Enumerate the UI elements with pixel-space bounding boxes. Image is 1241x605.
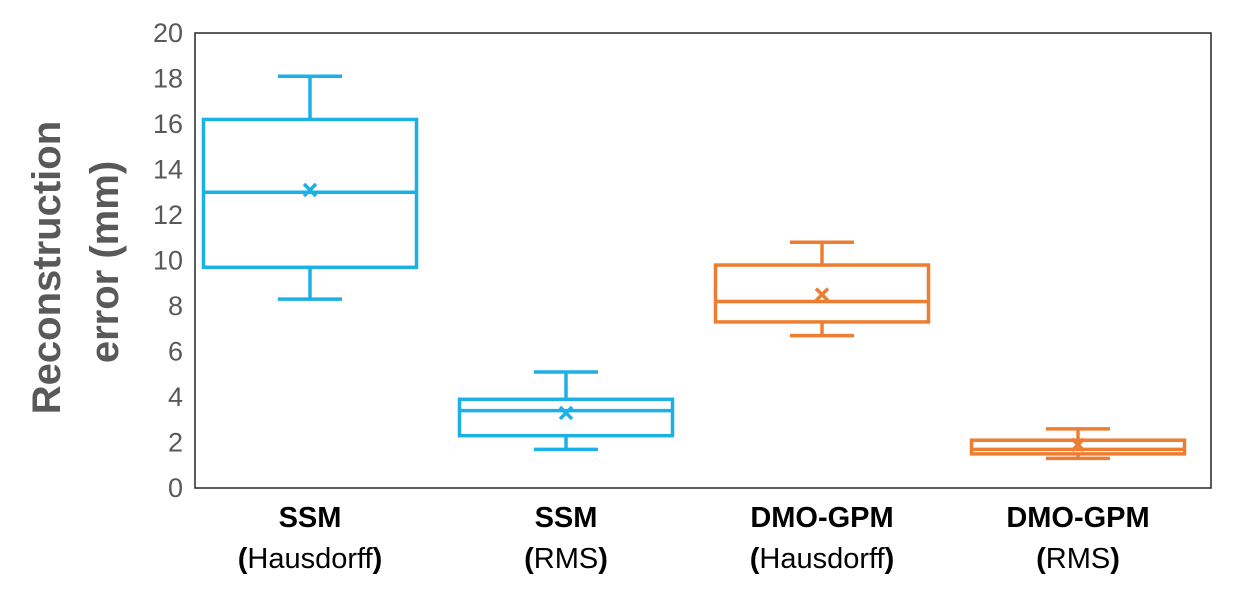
paren-close: )	[885, 543, 895, 575]
box-4	[969, 427, 1187, 461]
y-axis-label: Reconstruction error (mm)	[25, 110, 127, 414]
y-tick-label: 8	[168, 291, 183, 321]
paren-open: (	[1036, 543, 1046, 575]
category-label-line-2: (RMS)	[1036, 543, 1120, 575]
mean-marker	[1070, 437, 1086, 453]
paren-close: )	[1110, 543, 1120, 575]
category-label-line-2: (Hausdorff)	[238, 543, 383, 575]
category-label-line-1: SSM	[535, 502, 598, 534]
category-label-line-1: DMO-GPM	[1006, 502, 1149, 534]
plot-frame	[194, 32, 1212, 489]
x-axis-categories: SSM(Hausdorff)SSM(RMS)DMO-GPM(Hausdorff)…	[238, 502, 1150, 575]
box-3	[713, 240, 931, 338]
category-label-line-2: (RMS)	[524, 543, 608, 575]
box-2	[457, 370, 675, 452]
box-iqr	[457, 397, 675, 438]
paren-open: (	[750, 543, 760, 575]
y-tick-label: 18	[153, 64, 183, 94]
category-label-line-2: (Hausdorff)	[750, 543, 895, 575]
category-metric: Hausdorff	[247, 543, 373, 575]
paren-close: )	[598, 543, 608, 575]
box-1	[201, 74, 419, 301]
y-tick-label: 0	[168, 473, 183, 503]
mean-marker	[814, 287, 830, 302]
mean-marker	[302, 182, 318, 198]
paren-open: (	[238, 543, 248, 575]
y-tick-label: 16	[153, 109, 183, 139]
y-tick-label: 20	[153, 18, 183, 48]
category-metric: RMS	[534, 543, 598, 575]
y-axis-ticks: 0 2 4 6 8 10 12 14 16 18 20	[153, 18, 183, 503]
category-label-line-1: DMO-GPM	[750, 502, 893, 534]
y-tick-label: 10	[153, 246, 183, 276]
y-axis-label-line-2: error (mm)	[83, 161, 127, 363]
category-metric: Hausdorff	[759, 543, 885, 575]
y-tick-label: 2	[168, 428, 183, 458]
y-tick-label: 12	[153, 200, 183, 230]
y-tick-label: 6	[168, 337, 183, 367]
mean-marker	[558, 405, 574, 421]
y-axis-label-line-1: Reconstruction	[25, 121, 69, 414]
box-series	[201, 74, 1187, 461]
y-tick-label: 4	[168, 382, 183, 412]
category-label-line-1: SSM	[279, 502, 342, 534]
paren-open: (	[524, 543, 534, 575]
y-tick-label: 14	[153, 155, 183, 185]
paren-close: )	[373, 543, 383, 575]
category-metric: RMS	[1046, 543, 1110, 575]
